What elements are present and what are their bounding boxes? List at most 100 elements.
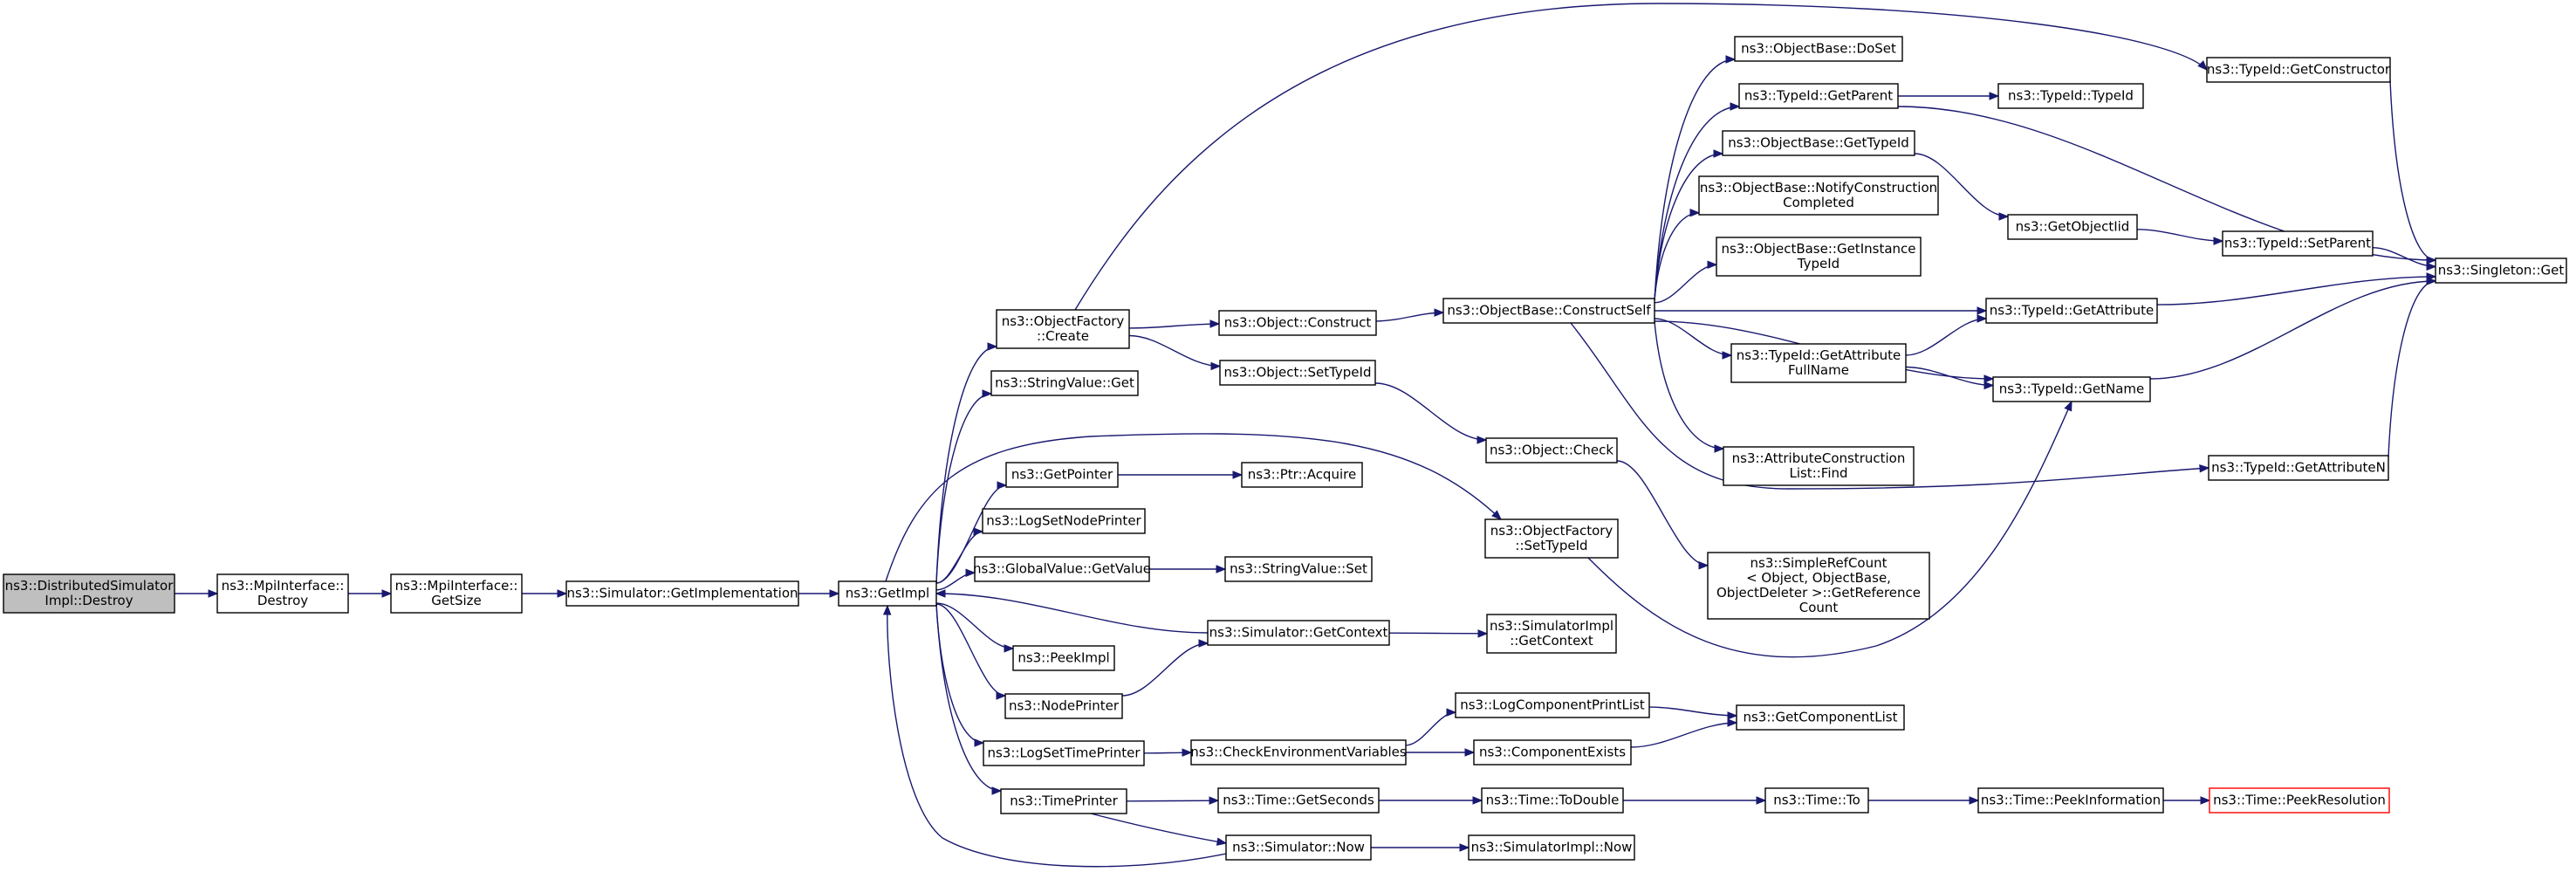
edge-sim_getimpl-to-getimpl: [798, 589, 840, 598]
node-check-env[interactable]: ns3::CheckEnvironmentVariables: [1190, 739, 1407, 766]
node-sv-get[interactable]: ns3::StringValue::Get: [990, 370, 1139, 396]
node-comp-exists[interactable]: ns3::ComponentExists: [1473, 739, 1632, 766]
node-lcpl[interactable]: ns3::LogComponentPrintList: [1455, 692, 1650, 718]
node-label: ns3::ObjectBase::NotifyConstruction: [1700, 180, 1937, 196]
node-label: ns3::TypeId::GetName: [1999, 381, 2144, 397]
node-simimpl-getcontext[interactable]: ns3::SimulatorImpl::GetContext: [1486, 614, 1617, 654]
node-label: FullName: [1788, 362, 1849, 378]
node-tid-getname[interactable]: ns3::TypeId::GetName: [1992, 376, 2151, 402]
node-tid-getattribute[interactable]: ns3::TypeId::GetAttribute: [1985, 298, 2158, 324]
node-of-settypeid[interactable]: ns3::ObjectFactory::SetTypeId: [1484, 518, 1619, 559]
node-ob-constructself[interactable]: ns3::ObjectBase::ConstructSelf: [1442, 298, 1655, 324]
node-lsnp[interactable]: ns3::LogSetNodePrinter: [982, 508, 1146, 534]
node-time-peekres[interactable]: ns3::Time::PeekResolution: [2209, 787, 2390, 814]
node-mpi-destroy[interactable]: ns3::MpiInterface::Destroy: [216, 573, 349, 614]
node-peekimpl[interactable]: ns3::PeekImpl: [1012, 645, 1115, 671]
node-tid-getattrn[interactable]: ns3::TypeId::GetAttributeN: [2208, 455, 2389, 481]
edge-time_getseconds-to-time_todouble: [1379, 796, 1483, 805]
node-label: ns3::GetComponentList: [1743, 710, 1897, 725]
node-label: ns3::TypeId::SetParent: [2224, 236, 2371, 251]
node-mpi-getsize[interactable]: ns3::MpiInterface::GetSize: [390, 573, 523, 614]
node-obj-construct[interactable]: ns3::Object::Construct: [1218, 310, 1377, 336]
node-label: TypeId: [1797, 256, 1840, 271]
edge-sim_now-to-getimpl: [882, 604, 1227, 868]
edge-of_settypeid-to-tid_getname: [1587, 400, 2072, 658]
node-tid-setparent[interactable]: ns3::TypeId::SetParent: [2222, 230, 2374, 257]
node-tid-getparent[interactable]: ns3::TypeId::GetParent: [1738, 83, 1899, 109]
edge-ob_constructself-to-tid_getattrn: [1570, 322, 2210, 490]
node-srefcount[interactable]: ns3::SimpleRefCount< Object, ObjectBase,…: [1707, 552, 1930, 620]
node-of-create[interactable]: ns3::ObjectFactory::Create: [996, 309, 1130, 349]
node-singleton-get[interactable]: ns3::Singleton::Get: [2435, 257, 2567, 284]
node-label: < Object, ObjectBase,: [1746, 570, 1891, 586]
node-get-objectiid[interactable]: ns3::GetObjectIid: [2007, 214, 2138, 240]
edge-lstp-to-check_env: [1143, 748, 1193, 757]
edge-mpi_getsize-to-sim_getimpl: [522, 589, 568, 598]
node-label: ns3::Time::To: [1773, 793, 1860, 808]
node-get-comp-list[interactable]: ns3::GetComponentList: [1736, 704, 1905, 731]
node-sim-getcontext[interactable]: ns3::Simulator::GetContext: [1207, 620, 1390, 646]
node-label: ns3::ComponentExists: [1479, 745, 1626, 760]
node-label: ns3::Simulator::Now: [1232, 840, 1365, 855]
edge-getimpl-to-of_create: [935, 342, 998, 584]
node-sv-set[interactable]: ns3::StringValue::Set: [1224, 556, 1373, 582]
node-ob-gettypeid[interactable]: ns3::ObjectBase::GetTypeId: [1722, 130, 1915, 156]
node-time-getseconds[interactable]: ns3::Time::GetSeconds: [1217, 787, 1380, 814]
node-label: ns3::AttributeConstruction: [1732, 450, 1906, 466]
node-obj-check[interactable]: ns3::Object::Check: [1485, 437, 1618, 463]
edge-tid_getconstructor-to-singleton_get: [2389, 79, 2437, 264]
node-ob-doset[interactable]: ns3::ObjectBase::DoSet: [1734, 36, 1903, 62]
node-label: ns3::ObjectBase::GetInstance: [1722, 241, 1916, 257]
edge-ob_constructself-to-tid_getattrfull: [1654, 318, 1733, 360]
edge-of_create-to-obj_settypeid: [1128, 334, 1222, 371]
node-sim-getimpl[interactable]: ns3::Simulator::GetImplementation: [565, 580, 799, 607]
node-label: ns3::TypeId::GetAttribute: [1990, 303, 2154, 319]
node-label: ns3::ObjectFactory: [1002, 313, 1125, 329]
node-label: ns3::MpiInterface::: [222, 578, 345, 594]
node-time-peekinfo[interactable]: ns3::Time::PeekInformation: [1977, 787, 2164, 814]
node-ptr-acquire[interactable]: ns3::Ptr::Acquire: [1241, 462, 1363, 488]
edge-comp_exists-to-get_comp_list: [1630, 718, 1738, 748]
node-getpointer[interactable]: ns3::GetPointer: [1005, 462, 1119, 488]
node-timeprinter[interactable]: ns3::TimePrinter: [1000, 788, 1127, 814]
node-label: ns3::NodePrinter: [1009, 698, 1120, 714]
node-label: ns3::Singleton::Get: [2438, 263, 2565, 278]
node-simimpl-now[interactable]: ns3::SimulatorImpl::Now: [1468, 834, 1635, 861]
edge-tid_getattrfull-to-tid_getname: [1905, 366, 1995, 390]
node-label: ns3::TimePrinter: [1010, 793, 1118, 809]
node-ob-notify[interactable]: ns3::ObjectBase::NotifyConstructionCompl…: [1698, 175, 1939, 216]
node-time-todouble[interactable]: ns3::Time::ToDouble: [1481, 787, 1624, 814]
edge-of_create-to-obj_construct: [1128, 319, 1221, 329]
edge-tid_getname-to-singleton_get: [2149, 277, 2437, 380]
node-tid-getconstructor[interactable]: ns3::TypeId::GetConstructor: [2206, 57, 2391, 83]
node-getimpl[interactable]: ns3::GetImpl: [838, 580, 937, 607]
node-time-to[interactable]: ns3::Time::To: [1764, 787, 1869, 814]
node-sim-now[interactable]: ns3::Simulator::Now: [1225, 834, 1372, 861]
edge-ob_constructself-to-acl_find: [1654, 320, 1725, 453]
node-label: ObjectDeleter >::GetReference: [1716, 585, 1921, 601]
node-label: ns3::Object::Check: [1490, 443, 1613, 458]
node-label: ns3::GetPointer: [1011, 467, 1113, 483]
edge-tid_getparent-to-tid_typeid: [1898, 92, 2000, 100]
node-nodeprinter[interactable]: ns3::NodePrinter: [1004, 693, 1123, 719]
node-tid-typeid[interactable]: ns3::TypeId::TypeId: [1997, 83, 2144, 109]
node-label: ns3::Simulator::GetImplementation: [566, 586, 798, 601]
edge-obj_check-to-srefcount: [1616, 460, 1709, 570]
node-label: ns3::Time::PeekResolution: [2213, 793, 2386, 808]
edge-getimpl-to-of_settypeid: [885, 433, 1502, 582]
edge-getimpl-to-gv_getvalue: [935, 568, 976, 591]
node-lstp[interactable]: ns3::LogSetTimePrinter: [983, 740, 1145, 766]
node-label: ns3::SimulatorImpl: [1490, 618, 1613, 634]
node-label: ns3::ObjectBase::DoSet: [1741, 41, 1896, 57]
node-gv-getvalue[interactable]: ns3::GlobalValue::GetValue: [973, 556, 1151, 582]
edge-tid_setparent-to-singleton_get: [2372, 246, 2437, 271]
node-obj-settypeid[interactable]: ns3::Object::SetTypeId: [1219, 360, 1376, 386]
node-label: ns3::Ptr::Acquire: [1248, 467, 1356, 483]
node-label: Completed: [1783, 195, 1854, 210]
edge-getimpl-to-peekimpl: [935, 602, 1015, 653]
edge-dsi_destroy-to-mpi_destroy: [175, 589, 219, 598]
